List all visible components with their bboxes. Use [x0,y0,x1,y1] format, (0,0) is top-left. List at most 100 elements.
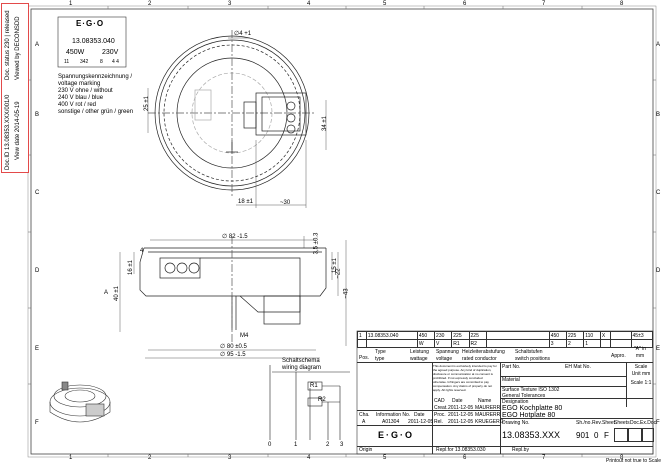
row-letter-right: E [656,346,661,352]
title-block-top: 1 13.08353.040 450 230 225 225 450 225 1… [357,331,654,348]
tb-scale-unit: Scale Unit mm [631,364,651,377]
tb-cell: V [434,339,453,348]
dim-label: ∅ 82 -1.5 [222,234,248,240]
tb-divider [357,362,653,363]
row-letter: F [35,420,39,426]
col-number-bottom: 3 [228,455,232,461]
tb-rel-date: 2011-12-05 [448,419,474,425]
tb-name-head: Name [478,398,492,404]
tb-creat-name: MAURERR [475,405,501,411]
tb-creat-date: 2011-12-05 [448,405,474,411]
dim-label: 4 [140,248,144,254]
tb-proc: Proc. [434,412,446,418]
dim-label: 16 ±1 [127,260,134,275]
tb-cell: 450 [548,331,567,340]
tb-cell: 225 [451,331,470,340]
label-voltage: 230V [102,49,119,56]
marking-note: 240 V blau / blue [58,95,104,101]
footer-note: Printout not true to Scale [606,458,662,464]
label-part-number: 13.08353.040 [72,38,115,45]
tb-head-switch: Schaltstufen switch positions [515,349,551,362]
dim-label: ~43 [343,288,350,299]
row-letter: C [35,190,40,196]
wiring-node: 0 [268,442,272,448]
tb-drawing-no: 13.08353.XXX [502,430,561,440]
tb-info-no: Information No. [376,412,411,418]
tb-a-info: A01304 [382,419,400,425]
tb-scale: Scale 1:1 [630,380,652,386]
tb-divider [626,362,627,407]
wiring-node: 2 [326,442,330,448]
tb-cell [485,331,550,340]
col-number: 5 [383,1,387,7]
tb-cell [365,339,418,348]
col-number-bottom: 4 [307,455,311,461]
label-logo: E·G·O [76,19,105,28]
label-code: 11 [64,59,70,65]
wiring-node: 1 [294,442,298,448]
col-number: 6 [463,1,467,7]
tb-head-voltage: Spannung voltage [436,349,459,362]
tb-cell [609,331,632,340]
tb-sh-no-label: Sh./no. [576,420,592,426]
marking-note: voltage marking [58,81,101,87]
tb-part-no: Part No. [502,364,521,370]
tb-head-wattage: Leistung wattage [410,349,429,362]
tb-surface: Surface Texture ISO 1302 [502,387,560,393]
marking-note: 400 V rot / red [58,102,97,108]
tb-rev: 0 [594,431,599,440]
tb-a-date: 2011-12-05 [408,419,434,425]
dim-label: ∅ 95 -1.5 [220,352,246,358]
row-letter: B [35,112,40,118]
dim-label: A [104,290,109,296]
tb-cell: W [416,339,436,348]
tb-a-row: A [362,419,366,425]
tb-cell: 2 [565,339,585,348]
col-number: 4 [307,1,311,7]
tb-name-en: EGO Hotplate 80 [502,412,556,419]
tb-cell [630,339,654,348]
col-number: 7 [542,1,546,7]
tb-appro: Appro. [611,353,626,359]
col-number: 1 [69,1,73,7]
wiring-title: wiring diagram [282,365,322,371]
tb-cell [599,339,611,348]
tb-repl-by: Repl.by [512,447,529,453]
label-code: 8 [100,59,103,65]
doc-id-text: Doc.ID 13.08353.XXX/001/0 [5,94,11,170]
tb-sheet: F [604,431,609,440]
dim-label: ~30 [280,200,291,206]
tb-creat: Creat. [434,405,448,411]
tb-cell: 230 [434,331,453,340]
tb-rel-name: KRUEGERG [475,419,504,425]
tb-divider [500,398,653,399]
label-code: 4 4 [112,59,119,65]
col-number-bottom: 1 [69,455,73,461]
col-number-bottom: 6 [463,455,467,461]
wiring-node: 3 [340,442,344,448]
row-letter-right: D [656,268,661,274]
viewed-by-text: Viewed by DECONSDD [15,16,21,80]
row-letter: D [35,268,40,274]
tb-cell: 110 [583,331,601,340]
wiring-label: R2 [318,397,326,403]
tb-head-type: Type type [375,349,386,362]
tb-doc-label: Doc. [630,420,641,426]
tb-head-conductor: Heizleiterabstufung rated conductor [462,349,505,362]
marking-note: 230 V ohne / without [58,88,113,94]
dim-label: 25 ±1 [143,96,150,111]
tb-divider [432,362,433,454]
tb-proc-date: 2011-12-05 [448,412,474,418]
col-number-bottom: 7 [542,455,546,461]
doc-status-text: Doc. status 230 | released [5,10,11,80]
tb-cell [485,339,550,348]
tb-divider [357,410,500,411]
tb-logo: E·G·O [378,430,414,440]
tb-eh-mat-no: EH Mat No. [565,364,591,370]
row-letter: A [35,42,40,48]
tb-cell: 225 [565,331,585,340]
row-letter: E [35,346,40,352]
marking-note: sonstige / other grün / green [58,109,134,115]
tb-cell: R1 [451,339,470,348]
tb-divider [500,376,626,377]
